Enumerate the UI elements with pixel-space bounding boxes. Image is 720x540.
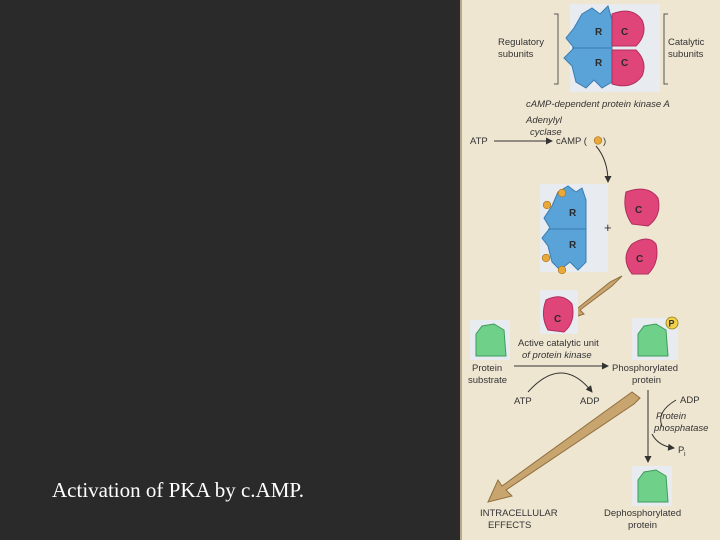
atp-label: ATP	[470, 136, 488, 147]
catalytic-bracket	[663, 13, 668, 85]
regulatory-dimer-shape	[541, 185, 587, 271]
catalytic-c-label-bottom: C	[621, 58, 628, 69]
regulatory-dimer-camp: R R	[540, 184, 608, 275]
pka-diagram: R R C C Regulatory subunits Catalytic su…	[468, 4, 708, 531]
camp-molecule-icon	[593, 136, 603, 145]
pka-title: cAMP-dependent protein kinase A	[526, 99, 670, 110]
catalytic-label-line2: subunits	[668, 49, 704, 60]
camp-bound-icon-3	[541, 253, 551, 263]
regulatory-bracket	[554, 13, 559, 85]
dephosphorylated-line2: protein	[628, 520, 657, 531]
adp2-label: ADP	[680, 395, 700, 406]
active-unit-line1: Active catalytic unit	[518, 338, 599, 349]
dephosphorylated-line1: Dephosphorylated	[604, 508, 681, 519]
slide-caption: Activation of PKA by c.AMP.	[52, 478, 304, 502]
catalytic-label-line1: Catalytic	[668, 37, 705, 48]
pi-label: P	[678, 445, 684, 456]
adp-curve	[660, 399, 677, 427]
active-catalytic-unit	[542, 296, 574, 333]
regulatory-r-label-bottom: R	[595, 58, 603, 69]
phosphorylated-line2: protein	[632, 375, 661, 386]
catalytic-subunit-bottom	[611, 49, 645, 87]
protein-substrate-shape	[475, 323, 507, 357]
atp2-label: ATP	[514, 396, 532, 407]
release-arrow	[571, 275, 623, 319]
pi-curve	[651, 433, 675, 451]
adp-label: ADP	[580, 396, 600, 407]
regulatory-label-line1: Regulatory	[498, 37, 544, 48]
effects-arrow	[487, 391, 641, 503]
camp-label: cAMP (	[556, 136, 588, 147]
phosphate-icon	[665, 316, 679, 330]
pka-diagram-panel: R R C C Regulatory subunits Catalytic su…	[460, 0, 720, 540]
free-catalytic-subunit-2	[625, 238, 658, 275]
regulatory-subunits-shape	[563, 5, 613, 89]
camp-binding-arrow	[595, 145, 612, 183]
regulatory-label-line2: subunits	[498, 49, 534, 60]
phosphorylated-protein-shape	[637, 323, 669, 357]
regulatory-r-label-top: R	[595, 27, 603, 38]
phosphate-label: P	[669, 319, 675, 329]
free-catalytic-subunit-1	[624, 188, 660, 227]
catalytic-c-label-top: C	[621, 27, 628, 38]
atp-adp-curve	[527, 372, 593, 393]
dephosphorylated-protein-shape	[637, 469, 669, 503]
free-c-label-2: C	[636, 254, 643, 265]
catalytic-subunit-top	[611, 10, 645, 47]
phosphatase-line2: phosphatase	[653, 423, 708, 434]
protein-substrate-line2: substrate	[468, 375, 507, 386]
phosphatase-line1: Protein	[656, 411, 686, 422]
protein-substrate-line1: Protein	[472, 363, 502, 374]
dimer-r-label-top: R	[569, 208, 577, 219]
holoenzyme-inactive: R R C C	[563, 4, 660, 92]
camp-bound-icon-2	[557, 188, 567, 198]
camp-bound-icon-1	[542, 200, 552, 210]
active-c-label: C	[554, 314, 561, 325]
phosphorylated-line1: Phosphorylated	[612, 363, 678, 374]
free-c-label-1: C	[635, 205, 642, 216]
active-unit-line2: of protein kinase	[522, 350, 592, 361]
adenylyl-cyclase-line2: cyclase	[530, 127, 562, 138]
dimer-r-label-bottom: R	[569, 240, 577, 251]
plus-sign: +	[604, 220, 612, 235]
pi-subscript: i	[684, 451, 686, 458]
intracellular-line2: EFFECTS	[488, 520, 531, 531]
intracellular-line1: INTRACELLULAR	[480, 508, 558, 519]
camp-close-paren: )	[603, 136, 606, 147]
adenylyl-cyclase-line1: Adenylyl	[525, 115, 563, 126]
camp-bound-icon-4	[557, 265, 567, 275]
